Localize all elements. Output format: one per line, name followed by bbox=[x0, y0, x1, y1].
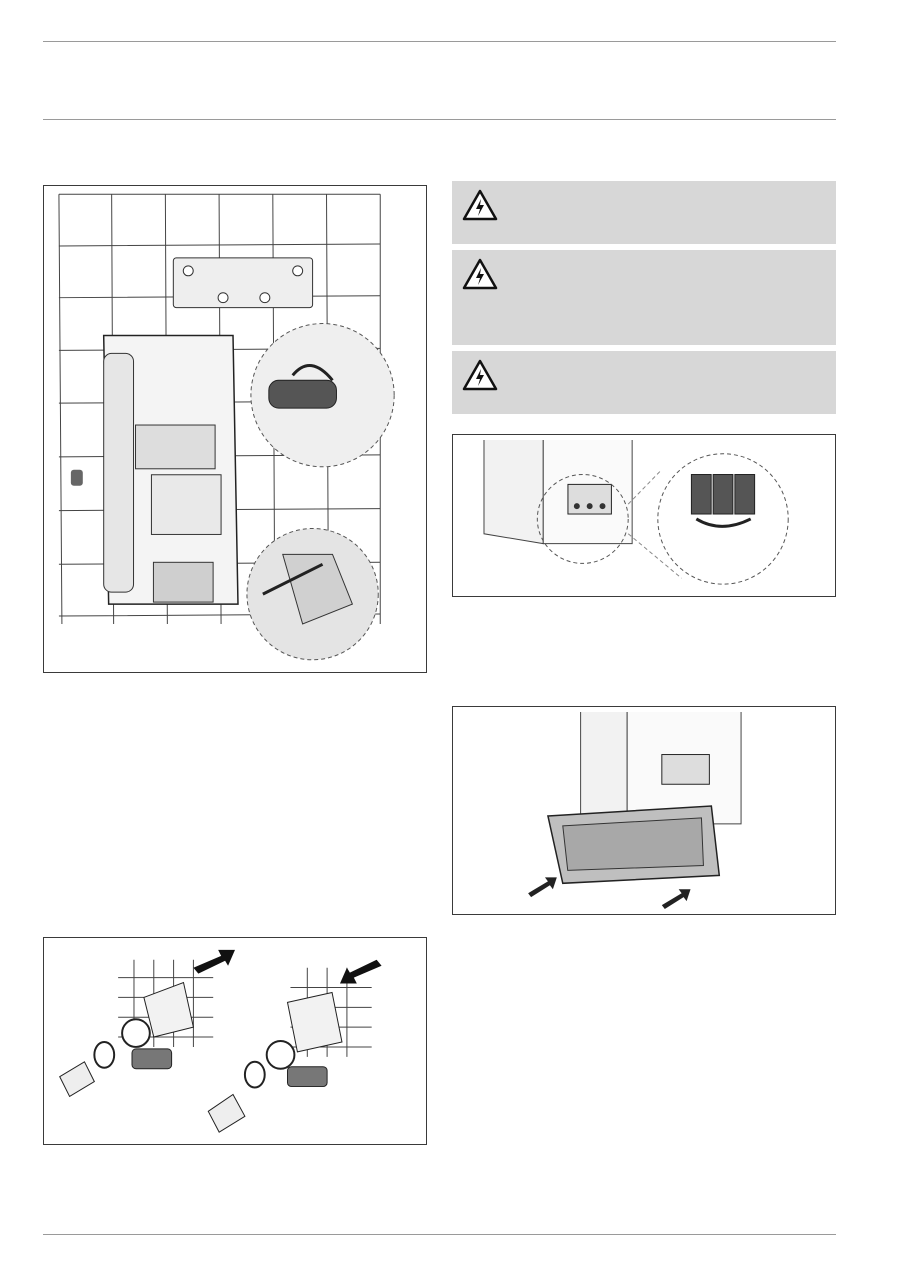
arrow-icon bbox=[661, 889, 691, 910]
bottom-cover bbox=[547, 805, 721, 885]
terminal-block bbox=[661, 754, 710, 785]
high-voltage-warning-icon bbox=[462, 189, 498, 221]
figure-wall-mounting bbox=[43, 185, 427, 673]
warning-box bbox=[452, 250, 836, 345]
mounting-bracket bbox=[172, 257, 314, 309]
header-rule-bottom bbox=[43, 119, 836, 120]
arrow-icon bbox=[339, 959, 382, 984]
wall-mounting-illustration bbox=[58, 193, 395, 661]
water-connection-illustration bbox=[59, 949, 382, 1133]
terminal-block-small bbox=[567, 483, 612, 515]
figure-terminal-block bbox=[452, 434, 836, 597]
cover-installation-illustration bbox=[528, 711, 742, 910]
high-voltage-warning-icon bbox=[462, 258, 498, 290]
header-rule-top bbox=[43, 41, 836, 42]
hot-water-fitting bbox=[207, 991, 343, 1133]
cold-water-fitting bbox=[59, 981, 194, 1098]
figure-cover-installation bbox=[452, 706, 836, 915]
figure-water-connection bbox=[43, 937, 427, 1145]
warning-box bbox=[452, 351, 836, 414]
detail-magnifier-top bbox=[250, 323, 395, 468]
detail-magnifier bbox=[657, 453, 789, 585]
footer-rule bbox=[43, 1234, 836, 1235]
warning-box bbox=[452, 181, 836, 244]
detail-magnifier-bottom bbox=[246, 527, 379, 661]
arrow-icon bbox=[193, 949, 235, 974]
terminal-block-illustration bbox=[483, 439, 789, 585]
arrow-icon bbox=[528, 877, 557, 898]
water-heater-body bbox=[102, 334, 239, 605]
high-voltage-warning-icon bbox=[462, 359, 498, 391]
wall-plug bbox=[70, 469, 83, 486]
